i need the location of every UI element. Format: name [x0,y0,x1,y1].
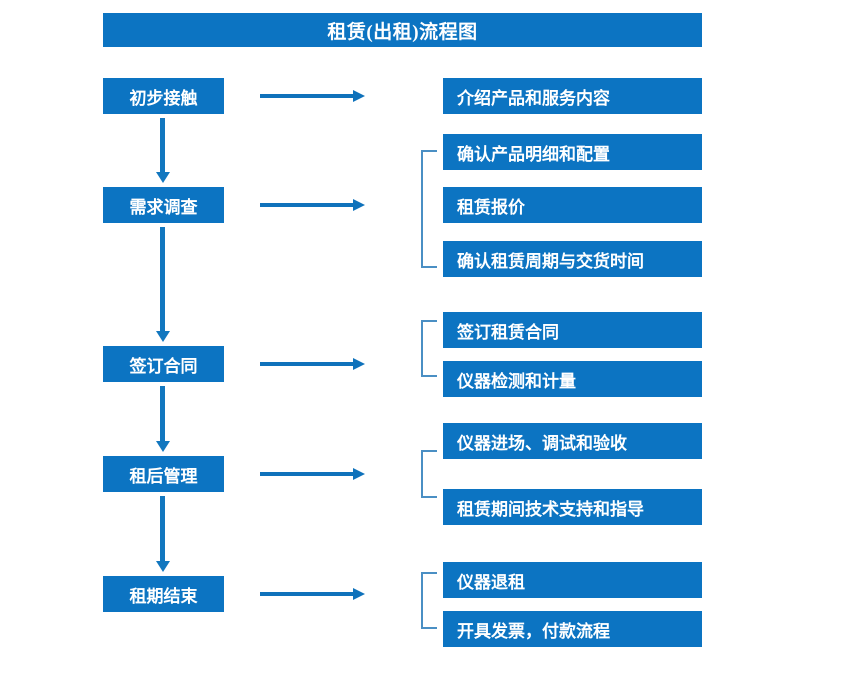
arrow-head [156,441,170,452]
bracket-connector-stage2 [421,150,437,268]
horizontal-arrow-stage1 [260,89,365,103]
vertical-arrow-stage4-to-stage5 [155,496,171,572]
vertical-arrow-stage3-to-stage4 [155,386,171,452]
detail-box-仪器检测和计量[interactable]: 仪器检测和计量 [443,361,702,397]
detail-box-租赁报价[interactable]: 租赁报价 [443,187,702,223]
horizontal-arrow-stage3 [260,357,365,371]
bracket-connector-stage5 [421,572,437,629]
stage-box-签订合同[interactable]: 签订合同 [103,346,224,382]
detail-box-租赁期间技术支持和指导[interactable]: 租赁期间技术支持和指导 [443,489,702,525]
arrow-shaft [260,592,354,596]
stage-box-租后管理[interactable]: 租后管理 [103,456,224,492]
arrow-head [353,468,365,480]
detail-box-仪器退租[interactable]: 仪器退租 [443,562,702,598]
horizontal-arrow-stage4 [260,467,365,481]
detail-box-仪器进场调试和验收[interactable]: 仪器进场、调试和验收 [443,423,702,459]
horizontal-arrow-stage2 [260,198,365,212]
arrow-head [156,331,170,342]
arrow-shaft [160,386,165,441]
arrow-head [353,90,365,102]
bracket-connector-stage3 [421,320,437,377]
flowchart-title: 租赁(出租)流程图 [103,13,702,47]
arrow-shaft [160,118,165,172]
vertical-arrow-stage1-to-stage2 [155,118,171,183]
stage-box-需求调查[interactable]: 需求调查 [103,187,224,223]
horizontal-arrow-stage5 [260,587,365,601]
stage-box-租期结束[interactable]: 租期结束 [103,576,224,612]
arrow-head [353,358,365,370]
arrow-shaft [160,227,165,331]
arrow-head [353,588,365,600]
detail-box-介绍产品和服务内容[interactable]: 介绍产品和服务内容 [443,78,702,114]
arrow-shaft [260,362,354,366]
bracket-connector-stage4 [421,450,437,498]
arrow-head [353,199,365,211]
arrow-head [156,172,170,183]
vertical-arrow-stage2-to-stage3 [155,227,171,342]
arrow-shaft [260,472,354,476]
detail-box-确认租赁周期与交货时间[interactable]: 确认租赁周期与交货时间 [443,241,702,277]
stage-box-初步接触[interactable]: 初步接触 [103,78,224,114]
arrow-shaft [260,94,354,98]
arrow-head [156,561,170,572]
detail-box-开具发票付款流程[interactable]: 开具发票，付款流程 [443,611,702,647]
arrow-shaft [260,203,354,207]
detail-box-确认产品明细和配置[interactable]: 确认产品明细和配置 [443,134,702,170]
arrow-shaft [160,496,165,561]
detail-box-签订租赁合同[interactable]: 签订租赁合同 [443,312,702,348]
